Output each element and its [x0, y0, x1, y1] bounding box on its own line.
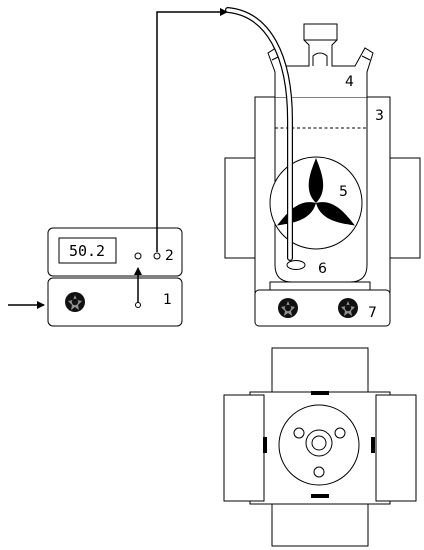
label-jacket: 3	[375, 108, 384, 124]
top-view-handle-left	[223, 394, 265, 502]
label-sensor: 6	[318, 261, 327, 277]
top-view-handle-bottom	[271, 503, 369, 547]
latch-top	[311, 391, 329, 395]
controller-unit: 50.2 2 1	[8, 227, 183, 327]
sensor-tip	[286, 260, 306, 270]
lcd-display	[58, 237, 117, 264]
indicator-led	[134, 252, 142, 260]
lcd-display-value: 50.2	[69, 242, 105, 260]
input-port	[135, 302, 141, 308]
latch-right	[371, 437, 375, 453]
controller-bottom-panel	[47, 277, 183, 327]
controller-knob	[65, 292, 85, 312]
probe-port	[153, 252, 161, 260]
label-device-1: 1	[163, 292, 172, 308]
stirrer-propeller	[277, 158, 355, 226]
top-view-port-right	[334, 427, 346, 439]
reactor-top-view	[223, 347, 417, 547]
label-flask: 4	[345, 74, 354, 90]
base-plate	[269, 281, 371, 291]
top-view-port-bottom	[313, 466, 325, 478]
latch-bottom	[311, 494, 329, 498]
stirrer-base-knob-right	[338, 298, 358, 318]
jacket-right-handle	[389, 157, 421, 259]
jacket-left-handle	[224, 157, 256, 259]
top-view-port-left	[293, 427, 305, 439]
reactor-front-view: 3 4 5 6 7	[224, 7, 421, 327]
top-view-handle-top	[271, 347, 369, 393]
label-device-2: 2	[165, 248, 174, 264]
sensor-tube-inner	[226, 8, 292, 260]
label-stirrer: 5	[339, 184, 348, 200]
latch-left	[263, 437, 267, 453]
signal-line	[156, 8, 228, 252]
label-stirrer-base: 7	[368, 305, 377, 321]
stirrer-base-knob-left	[278, 298, 298, 318]
top-view-center-neck-inner	[311, 435, 327, 451]
top-view-handle-right	[375, 394, 417, 502]
